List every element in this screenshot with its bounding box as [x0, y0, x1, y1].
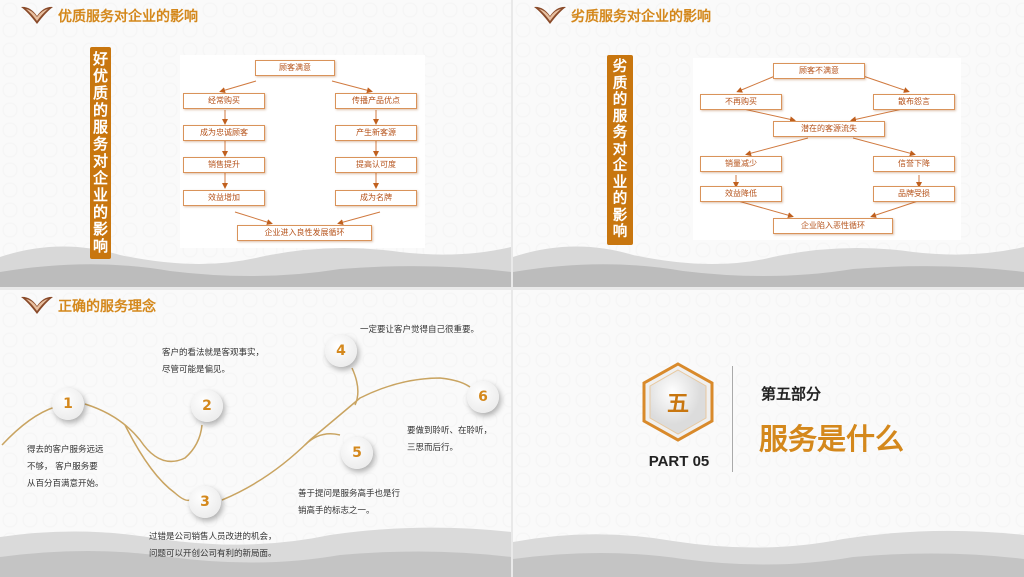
- flowchart-panel: 顾客满意 经常购买 成为忠诚顾客 销售提升 效益增加 传播产品优点 产生新客源 …: [180, 55, 425, 248]
- flow-node: 经常购买: [183, 93, 265, 109]
- step-circle-4: 4: [325, 335, 357, 367]
- flow-arrows: [733, 75, 922, 219]
- divider: [732, 366, 733, 472]
- point-text-5: 善于提问是服务高手也是行销高手的标志之一。: [298, 489, 401, 516]
- flow-node-top: 顾客满意: [255, 60, 335, 76]
- flow-node: 散布怨言: [873, 94, 955, 110]
- flow-node: 效益增加: [183, 190, 265, 206]
- point-text-6: 要做到聆听、在聆听，三思而后行。: [407, 426, 493, 453]
- timeline-curves: [1, 367, 471, 502]
- point-text-4: 一定要让客户觉得自己很重要。: [360, 325, 480, 335]
- ink-mountains: [513, 246, 1024, 287]
- flow-node-bottom: 企业陷入恶性循环: [773, 218, 893, 234]
- flow-node: 成为名牌: [335, 190, 417, 206]
- hexagon-badge-icon: [642, 362, 714, 442]
- slide-title: 优质服务对企业的影响: [58, 9, 198, 25]
- flow-node: 成为忠诚顾客: [183, 125, 265, 141]
- flow-node: 销售提升: [183, 157, 265, 173]
- flow-node: 品牌受损: [873, 186, 955, 202]
- hands-heart-logo-icon: [534, 6, 566, 24]
- slide-title: 正确的服务理念: [58, 299, 156, 315]
- flow-node-top: 顾客不满意: [773, 63, 865, 79]
- step-circle-5: 5: [341, 437, 373, 469]
- point-text-2: 客户的看法就是客观事实，尽管可能是偏见。: [162, 348, 265, 375]
- step-circle-3: 3: [189, 486, 221, 518]
- badge-number: 五: [666, 392, 689, 417]
- flow-node: 产生新客源: [335, 125, 417, 141]
- flow-node: 信誉下降: [873, 156, 955, 172]
- point-text-3: 过错是公司销售人员改进的机会，问题可以开创公司有利的新局面。: [149, 532, 277, 559]
- section-heading: 服务是什么: [759, 422, 905, 456]
- flow-arrows: [219, 80, 381, 226]
- hands-heart-logo-icon: [21, 6, 53, 24]
- slide-section-five[interactable]: 五 PART 05 第五部分 服务是什么: [513, 290, 1024, 577]
- vertical-label: 劣质的服务对企业的影响: [607, 55, 633, 245]
- ink-mountains: [0, 246, 511, 287]
- flow-node: 提高认可度: [335, 157, 417, 173]
- flow-node: 销量减少: [700, 156, 782, 172]
- flow-node: 效益降低: [700, 186, 782, 202]
- flow-node: 传播产品优点: [335, 93, 417, 109]
- slide-good-service[interactable]: 优质服务对企业的影响 好优质的服务对企业的影响 顾客满意 经常购买 成为忠诚顾客…: [0, 0, 511, 287]
- part-label: PART 05: [648, 453, 710, 470]
- slide-service-philosophy[interactable]: 正确的服务理念 1 2 3 4 5 6 得去的客户服务远远不够， 客户服务要从百…: [0, 290, 511, 577]
- flowchart-panel: 顾客不满意 不再购买 散布怨言 潜在的客源流失 销量减少 效益降低 信誉下降 品…: [693, 58, 961, 240]
- hands-heart-logo-icon: [21, 296, 53, 314]
- ink-mountains: [513, 530, 1024, 577]
- step-circle-1: 1: [52, 388, 84, 420]
- point-text-1: 得去的客户服务远远不够， 客户服务要从百分百满意开始。: [27, 445, 104, 489]
- section-subtitle: 第五部分: [761, 385, 822, 403]
- vertical-label: 好优质的服务对企业的影响: [90, 47, 111, 259]
- slide-title: 劣质服务对企业的影响: [571, 9, 711, 25]
- flow-node-bottom: 企业进入良性发展循环: [237, 225, 372, 241]
- flow-node-middle: 潜在的客源流失: [773, 121, 885, 137]
- slide-bad-service[interactable]: 劣质服务对企业的影响 劣质的服务对企业的影响 顾客不满意 不再购买 散布怨言 潜…: [513, 0, 1024, 287]
- step-circle-2: 2: [191, 390, 223, 422]
- ink-mountains: [0, 527, 511, 577]
- step-circle-6: 6: [467, 381, 499, 413]
- flow-node: 不再购买: [700, 94, 782, 110]
